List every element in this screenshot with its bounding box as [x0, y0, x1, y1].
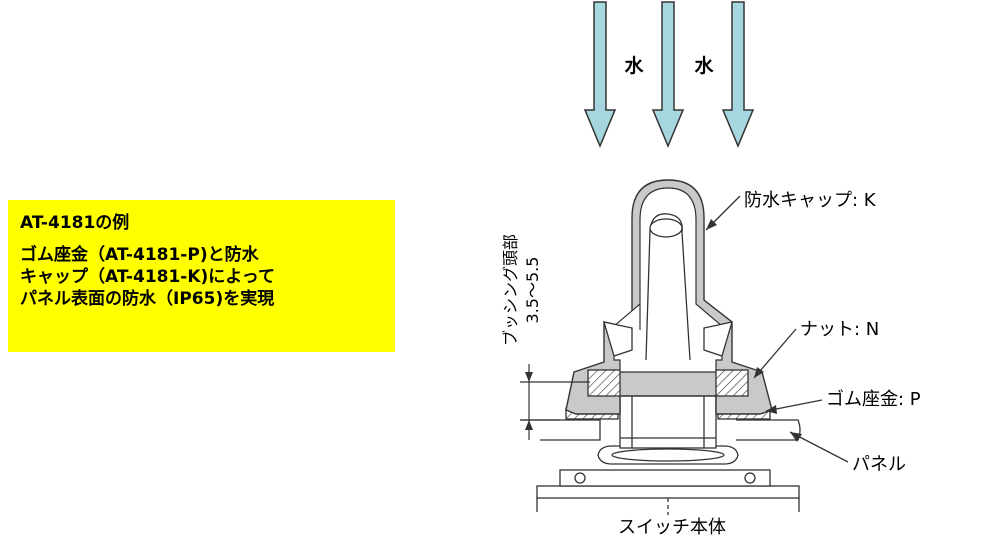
dimension-line	[520, 364, 590, 440]
note-title: AT-4181の例	[20, 213, 130, 233]
note-line-3: パネル表面の防水（IP65)を実現	[20, 289, 275, 309]
water-arrow-2	[651, 1, 685, 148]
leader-arrowheads	[706, 219, 802, 442]
note-line-1: ゴム座金（AT-4181-P)と防水	[20, 245, 259, 265]
nut-label: ナット: N	[800, 319, 879, 340]
water-label-1: 水	[624, 55, 644, 77]
water-arrow-1	[583, 1, 617, 148]
dimension-name: ブッシング頭部	[501, 234, 520, 346]
dimension-value: 3.5〜5.5	[523, 257, 542, 324]
toggle-lever	[645, 213, 691, 361]
cap-label: 防水キャップ: K	[744, 190, 877, 211]
water-label-2: 水	[694, 55, 714, 77]
switch-body-label: スイッチ本体	[618, 517, 726, 538]
upper-nut	[587, 321, 749, 397]
lower-nut	[597, 445, 739, 465]
example-note: AT-4181の例 ゴム座金（AT-4181-P)と防水 キャップ（AT-418…	[8, 200, 395, 352]
water-arrows	[583, 1, 755, 148]
water-arrow-3	[721, 1, 755, 148]
panel-label: パネル	[852, 454, 906, 475]
switch-body	[536, 469, 800, 515]
washer-label: ゴム座金: P	[826, 389, 921, 410]
note-line-2: キャップ（AT-4181-K)によって	[20, 267, 275, 287]
